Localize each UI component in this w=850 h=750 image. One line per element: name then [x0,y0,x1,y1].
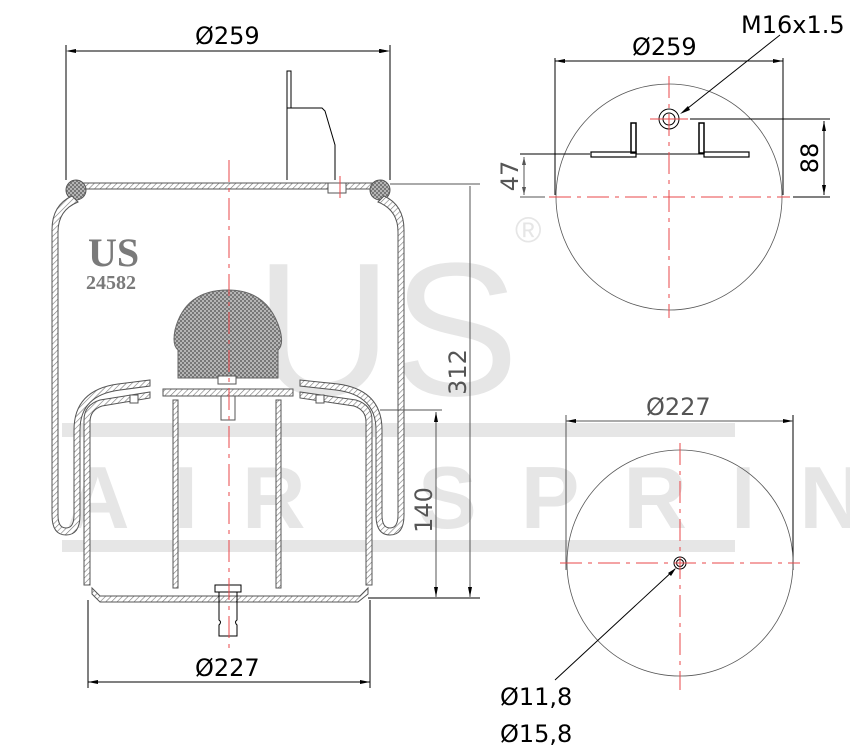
side-top-diameter-label: Ø259 [195,22,260,50]
watermark-air-spring: AIR SPRING [66,448,850,547]
top-diameter-label: Ø259 [632,33,697,61]
side-bottom-diameter-label: Ø227 [195,654,260,682]
stud-offset-label: 88 [796,143,824,174]
bottom-diameter-label: Ø227 [646,393,711,421]
part-number-label: 24582 [86,272,136,294]
hole-outer-diameter-label: Ø15,8 [500,720,572,748]
side-view: Ø259 Ø227 [51,22,480,688]
bracket-offset-label: 47 [496,161,524,192]
brand-label: US [88,230,139,275]
watermark-registered: ® [515,209,542,250]
watermark: US ® AIR SPRING [62,209,850,552]
overall-height-label: 312 [444,349,472,395]
top-view: Ø259 M16x1.5 88 47 [496,11,845,318]
hole-inner-diameter-label: Ø11,8 [500,683,572,711]
bottom-view: Ø227 Ø11,8 Ø15,8 [500,393,800,748]
watermark-us: US [255,224,519,436]
thread-label: M16x1.5 [741,11,845,39]
piston-height-label: 140 [410,487,438,533]
